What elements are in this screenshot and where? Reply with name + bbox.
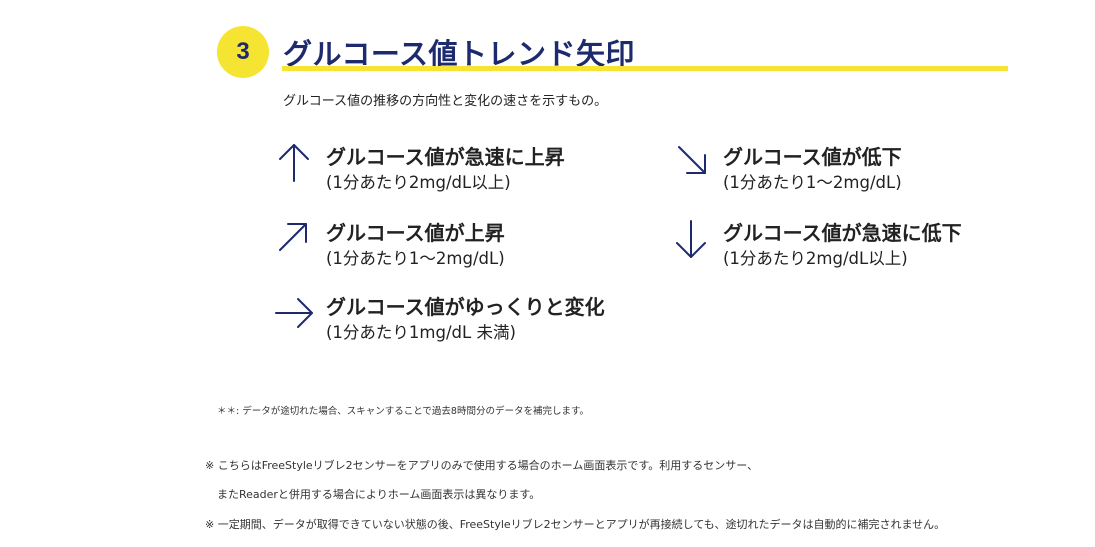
- section-subtitle: グルコース値の推移の方向性と変化の速さを示すもの。: [283, 94, 608, 109]
- arrow-up-icon: [279, 144, 309, 182]
- arrow-right-icon: [275, 298, 313, 328]
- trend-title: グルコース値が上昇: [326, 221, 505, 245]
- title-underline: [282, 66, 1008, 71]
- trend-rate: (1分あたり1〜2mg/dL): [326, 249, 505, 268]
- section-number-badge: 3: [217, 26, 269, 78]
- trend-rate: (1分あたり2mg/dL以上): [326, 173, 511, 192]
- trend-title: グルコース値が急速に上昇: [326, 145, 565, 169]
- trend-rate: (1分あたり1mg/dL 未満): [326, 323, 516, 342]
- trend-title: グルコース値がゆっくりと変化: [326, 295, 605, 319]
- section-title: グルコース値トレンド矢印: [283, 37, 635, 71]
- trend-rate: (1分あたり1〜2mg/dL): [723, 173, 902, 192]
- trend-title: グルコース値が急速に低下: [723, 221, 962, 245]
- note-line-3: ※ 一定期間、データが取得できていない状態の後、FreeStyleリブレ2センサ…: [205, 518, 946, 531]
- arrow-down-icon: [676, 220, 706, 258]
- arrow-up-right-icon: [279, 223, 307, 251]
- trend-title: グルコース値が低下: [723, 145, 902, 169]
- footnote: ＊＊: データが途切れた場合、スキャンすることで過去8時間分のデータを補完します…: [217, 406, 590, 417]
- note-line-1: ※ こちらはFreeStyleリブレ2センサーをアプリのみで使用する場合のホーム…: [205, 459, 759, 472]
- arrow-down-right-icon: [678, 146, 706, 174]
- trend-rate: (1分あたり2mg/dL以上): [723, 249, 908, 268]
- note-line-2: またReaderと併用する場合によりホーム画面表示は異なります。: [217, 488, 541, 501]
